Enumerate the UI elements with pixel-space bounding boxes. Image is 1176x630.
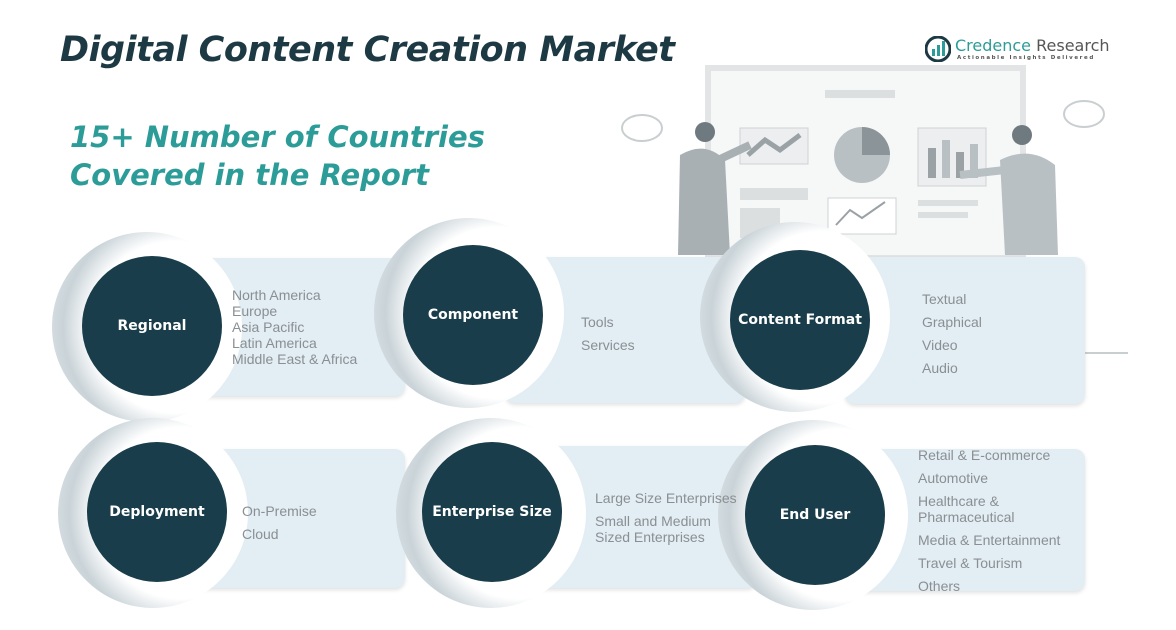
list-item: Retail & E-commerce (918, 447, 1051, 463)
list-item: Audio (922, 360, 958, 376)
logo-chart-icon (925, 36, 951, 62)
component-circle: Component (403, 245, 543, 385)
deployment-circle: Deployment (87, 442, 227, 582)
list-item: Others (918, 578, 961, 594)
list-item: Cloud (242, 526, 279, 542)
list-item: Travel & Tourism (918, 555, 1023, 571)
list-item: Large Size Enterprises (595, 490, 737, 506)
logo-name-2: Research (1031, 36, 1110, 55)
list-item: Graphical (922, 314, 982, 330)
subtitle-line-2: Covered in the Report (70, 158, 429, 192)
list-item: Latin America (232, 335, 317, 351)
end-user-circle: End User (745, 445, 885, 585)
subtitle-line-1: 15+ Number of Countries (70, 120, 485, 154)
list-item: Healthcare & Pharmaceutical (918, 493, 1015, 525)
list-item: Video (922, 337, 958, 353)
list-item: On-Premise (242, 503, 317, 519)
list-item: Media & Entertainment (918, 532, 1061, 548)
list-item: Middle East & Africa (232, 351, 358, 367)
content-format-circle: Content Format (730, 250, 870, 390)
list-item: Europe (232, 303, 278, 319)
list-item: Asia Pacific (232, 319, 305, 335)
countries-subtitle: 15+ Number of Countries Covered in the R… (70, 118, 485, 194)
list-item: Tools (581, 314, 614, 330)
logo-tagline: Actionable Insights Delivered (957, 55, 1095, 61)
enterprise-size-circle: Enterprise Size (422, 442, 562, 582)
presentation-illustration (621, 65, 1128, 354)
list-item: Automotive (918, 470, 989, 486)
list-item: North America (232, 287, 321, 303)
list-item: Services (581, 337, 635, 353)
list-item: Small and Medium Sized Enterprises (595, 513, 711, 545)
regional-circle: Regional (82, 256, 222, 396)
logo-name-1: Credence (955, 36, 1032, 55)
page-title: Digital Content Creation Market (60, 30, 675, 70)
list-item: Textual (922, 291, 967, 307)
